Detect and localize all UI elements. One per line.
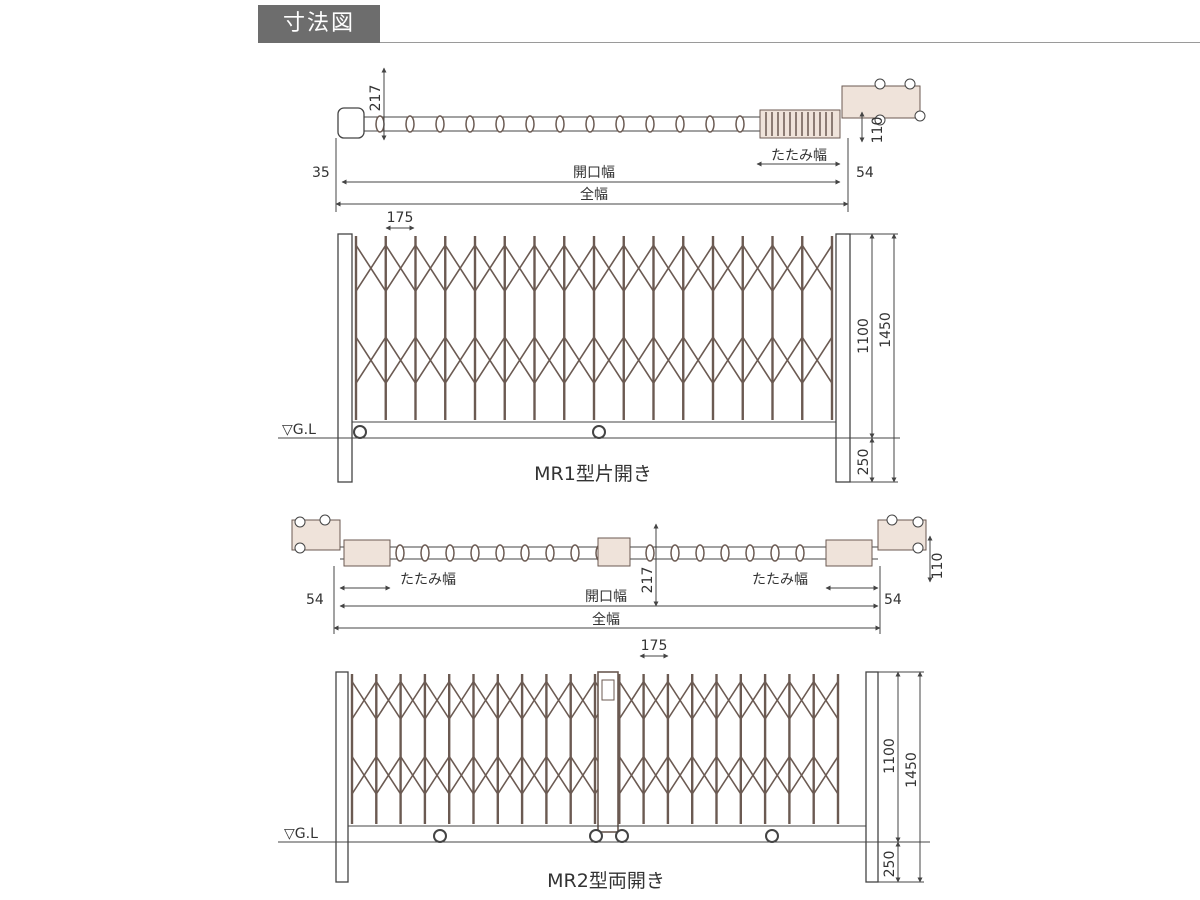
mr1-plan-pin bbox=[495, 115, 505, 133]
mr2-plan-pin bbox=[520, 544, 530, 562]
mr2-plan-pin bbox=[670, 544, 680, 562]
mr1-ground-label: ▽G.L bbox=[282, 422, 316, 438]
mr1-plan-pin bbox=[525, 115, 535, 133]
mr1-plan-pin bbox=[435, 115, 445, 133]
mr2-plan-pin bbox=[570, 544, 580, 562]
mr2-plan-pin bbox=[495, 544, 505, 562]
section-title: 寸法図 bbox=[258, 5, 380, 43]
mr1-dim-110: 110 bbox=[870, 117, 886, 144]
mr1-plan-pin bbox=[675, 115, 685, 133]
mr1-dim-217: 217 bbox=[368, 85, 384, 112]
mr2-right-post bbox=[865, 671, 879, 883]
mr2-center-latch bbox=[597, 671, 619, 833]
mr2-plan-pin bbox=[795, 544, 805, 562]
mr2-folded-right-label: たたみ幅 bbox=[752, 572, 808, 588]
mr1-dim-35: 35 bbox=[312, 165, 330, 181]
mr1-left-post bbox=[337, 233, 353, 483]
mr2-right-folded-stack bbox=[825, 539, 873, 567]
mr1-right-post bbox=[835, 233, 851, 483]
mr1-dim-250: 250 bbox=[856, 449, 872, 476]
mr2-plan-pin bbox=[470, 544, 480, 562]
mr2-ground-label: ▽G.L bbox=[284, 826, 318, 842]
mr2-plan-pin bbox=[420, 544, 430, 562]
mr2-dim-1450: 1450 bbox=[904, 752, 920, 788]
mr1-opening-label: 開口幅 bbox=[573, 165, 615, 181]
mr2-total-label: 全幅 bbox=[592, 611, 620, 628]
mr2-plan-pin bbox=[545, 544, 555, 562]
mr2-dim-110: 110 bbox=[930, 553, 946, 580]
mr1-plan-pin bbox=[465, 115, 475, 133]
mr1-dim-1100: 1100 bbox=[856, 318, 872, 354]
mr1-caption: MR1型片開き bbox=[534, 463, 652, 485]
mr2-dim-54-right: 54 bbox=[884, 592, 902, 608]
mr1-plan-pin bbox=[555, 115, 565, 133]
mr1-plan-pin bbox=[585, 115, 595, 133]
mr1-plan-pin bbox=[705, 115, 715, 133]
mr1-plan-pin bbox=[375, 115, 385, 133]
mr2-plan-pin bbox=[445, 544, 455, 562]
mr2-plan-pin bbox=[395, 544, 405, 562]
mr1-elevation: 175 ▽G.L 1100 1450 250 MR1型片開き bbox=[278, 210, 900, 485]
mr1-plan-pin bbox=[735, 115, 745, 133]
mr2-plan-view: 217 110 たたみ幅 たたみ幅 開口幅 54 54 全幅 bbox=[291, 514, 946, 634]
mr1-plan-pin bbox=[615, 115, 625, 133]
mr1-plan-pin bbox=[405, 115, 415, 133]
mr2-opening-label: 開口幅 bbox=[585, 589, 627, 605]
mr1-left-post-plan bbox=[337, 107, 365, 139]
mr2-left-folded-stack bbox=[343, 539, 391, 567]
mr2-dim-54-left: 54 bbox=[306, 592, 324, 608]
mr2-left-post bbox=[335, 671, 349, 883]
mr2-plan-pin bbox=[745, 544, 755, 562]
mr1-dim-1450: 1450 bbox=[878, 312, 894, 348]
mr2-caption: MR2型両開き bbox=[547, 870, 665, 892]
mr1-dim-54: 54 bbox=[856, 165, 874, 181]
mr1-plan-view: 217 110 たたみ幅 開口幅 35 54 全幅 bbox=[312, 67, 926, 212]
mr2-dim-1100: 1100 bbox=[882, 738, 898, 774]
mr2-folded-left-label: たたみ幅 bbox=[400, 572, 456, 588]
mr2-plan-pin bbox=[720, 544, 730, 562]
title-rule bbox=[380, 42, 1200, 43]
mr2-elevation: 175 ▽G.L 1100 1450 250 MR2型両開き bbox=[278, 638, 930, 892]
mr2-dim-175: 175 bbox=[641, 638, 668, 654]
mr1-folded-label: たたみ幅 bbox=[771, 148, 827, 164]
mr1-right-post-plan bbox=[841, 85, 921, 119]
mr2-plan-pin bbox=[770, 544, 780, 562]
mr2-center-latch-plan bbox=[597, 537, 631, 567]
mr1-total-label: 全幅 bbox=[580, 186, 608, 203]
mr2-dim-250: 250 bbox=[882, 851, 898, 878]
mr2-plan-pin bbox=[695, 544, 705, 562]
mr1-dim-175: 175 bbox=[387, 210, 414, 226]
mr2-dim-217: 217 bbox=[640, 567, 656, 594]
mr2-plan-pin bbox=[645, 544, 655, 562]
mr1-plan-pin bbox=[645, 115, 655, 133]
